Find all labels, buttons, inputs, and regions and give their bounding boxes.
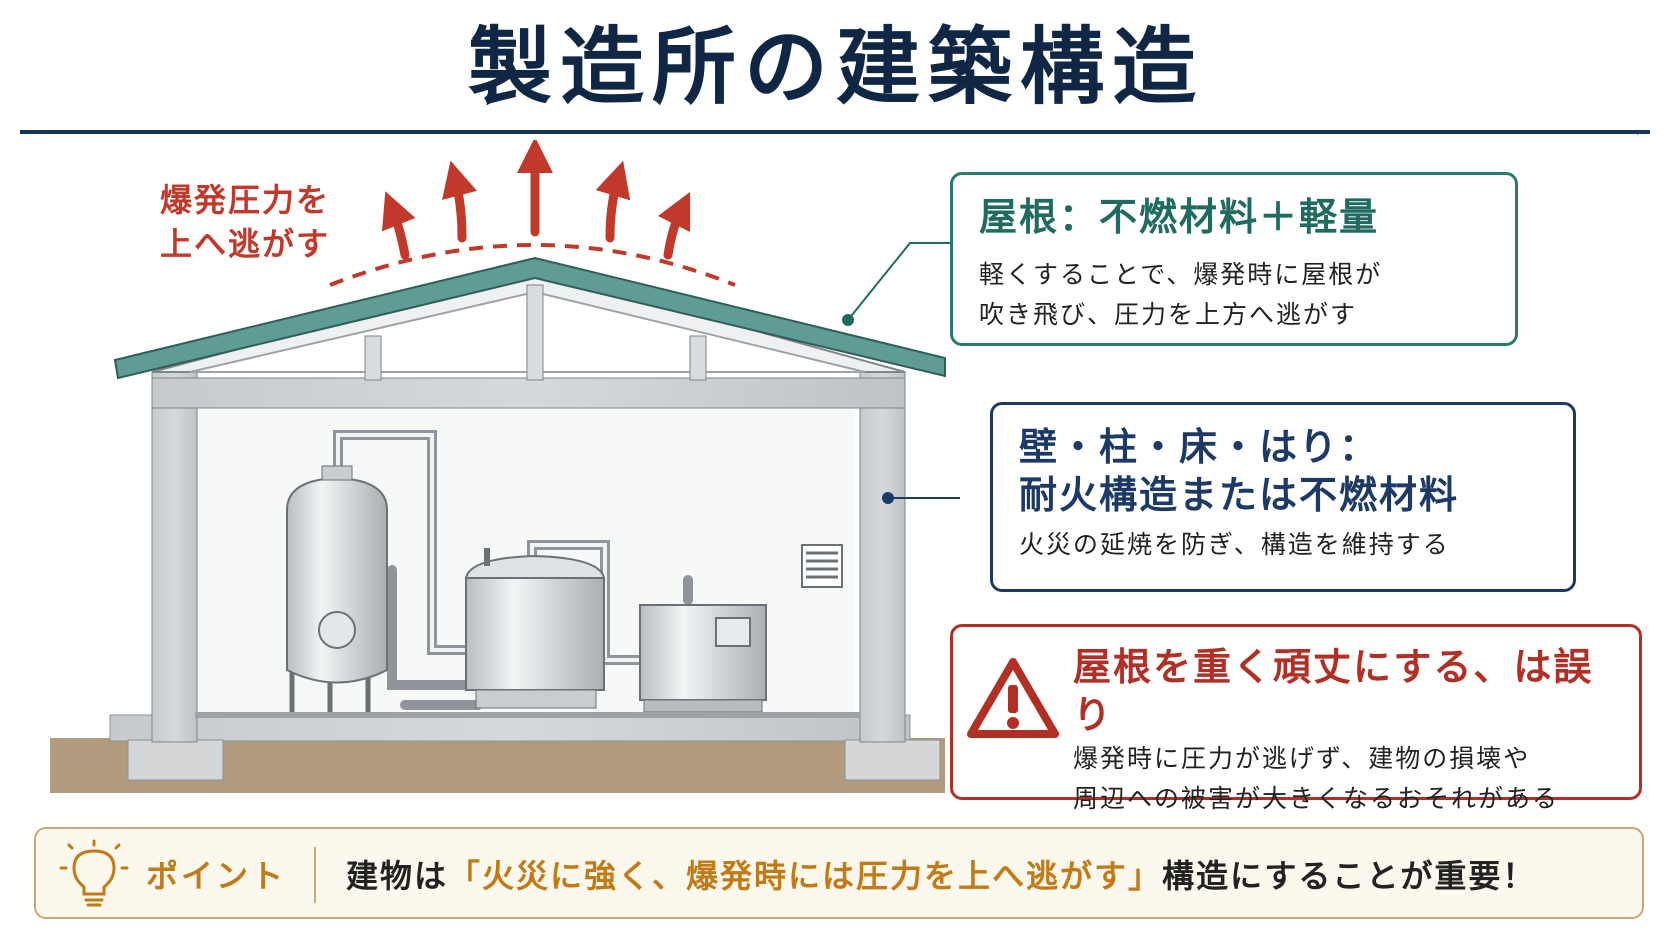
pressure-arc — [329, 243, 736, 287]
footing-left — [127, 739, 224, 781]
wall-body: 火災の延焼を防ぎ、構造を維持する — [1019, 530, 1450, 559]
roof — [113, 256, 946, 380]
pressure-vessel — [286, 465, 388, 712]
warning-heading: 屋根を重く頑丈にする、は誤り — [1073, 645, 1594, 737]
building-diagram — [50, 140, 960, 793]
warning-triangle-icon — [967, 658, 1059, 738]
up-arrow-icon — [381, 140, 691, 260]
warning-callout: 屋根を重く頑丈にする、は誤り 爆発時に圧力が逃げず、建物の損壊や 周辺への被害が… — [950, 624, 1642, 813]
roof-callout: 屋根：不燃材料＋軽量 軽くすることで、爆発時に屋根が 吹き飛び、圧力を上方へ逃が… — [950, 172, 1518, 346]
explosion-pressure-label: 爆発圧力を 上へ逃がす — [160, 181, 331, 263]
point-label: ポイント — [146, 857, 287, 895]
point-bar: ポイント 建物は「火災に強く、爆発時には圧力を上へ逃がす」構造にすることが重要！ — [34, 827, 1644, 919]
column-left — [151, 371, 198, 743]
floor — [195, 712, 860, 718]
column-right — [859, 371, 906, 743]
reactor-vessel — [464, 548, 606, 709]
wall-heading: 壁・柱・床・はり： 耐火構造または不燃材料 — [1019, 425, 1460, 517]
warning-body: 爆発時に圧力が逃げず、建物の損壊や 周辺への被害が大きくなるおそれがある — [1073, 744, 1560, 813]
pump-unit — [639, 604, 767, 713]
foundation-slab — [109, 714, 911, 742]
title-divider — [20, 130, 1650, 134]
page-title: 製造所の建築構造 — [467, 18, 1204, 116]
divider-chevron-icon: › — [1636, 125, 1641, 139]
lightbulb-icon — [59, 839, 129, 907]
point-text: 建物は「火災に強く、爆発時には圧力を上へ逃がす」構造にすることが重要！ — [346, 857, 1537, 895]
beam — [151, 377, 906, 409]
roof-body: 軽くすることで、爆発時に屋根が 吹き飛び、圧力を上方へ逃がす — [979, 260, 1383, 329]
point-separator — [314, 847, 316, 903]
vent-grille — [801, 544, 843, 588]
wall-callout: 壁・柱・床・はり： 耐火構造または不燃材料 火災の延焼を防ぎ、構造を維持する — [990, 402, 1576, 592]
footing-right — [844, 739, 941, 781]
roof-heading: 屋根：不燃材料＋軽量 — [979, 195, 1380, 239]
